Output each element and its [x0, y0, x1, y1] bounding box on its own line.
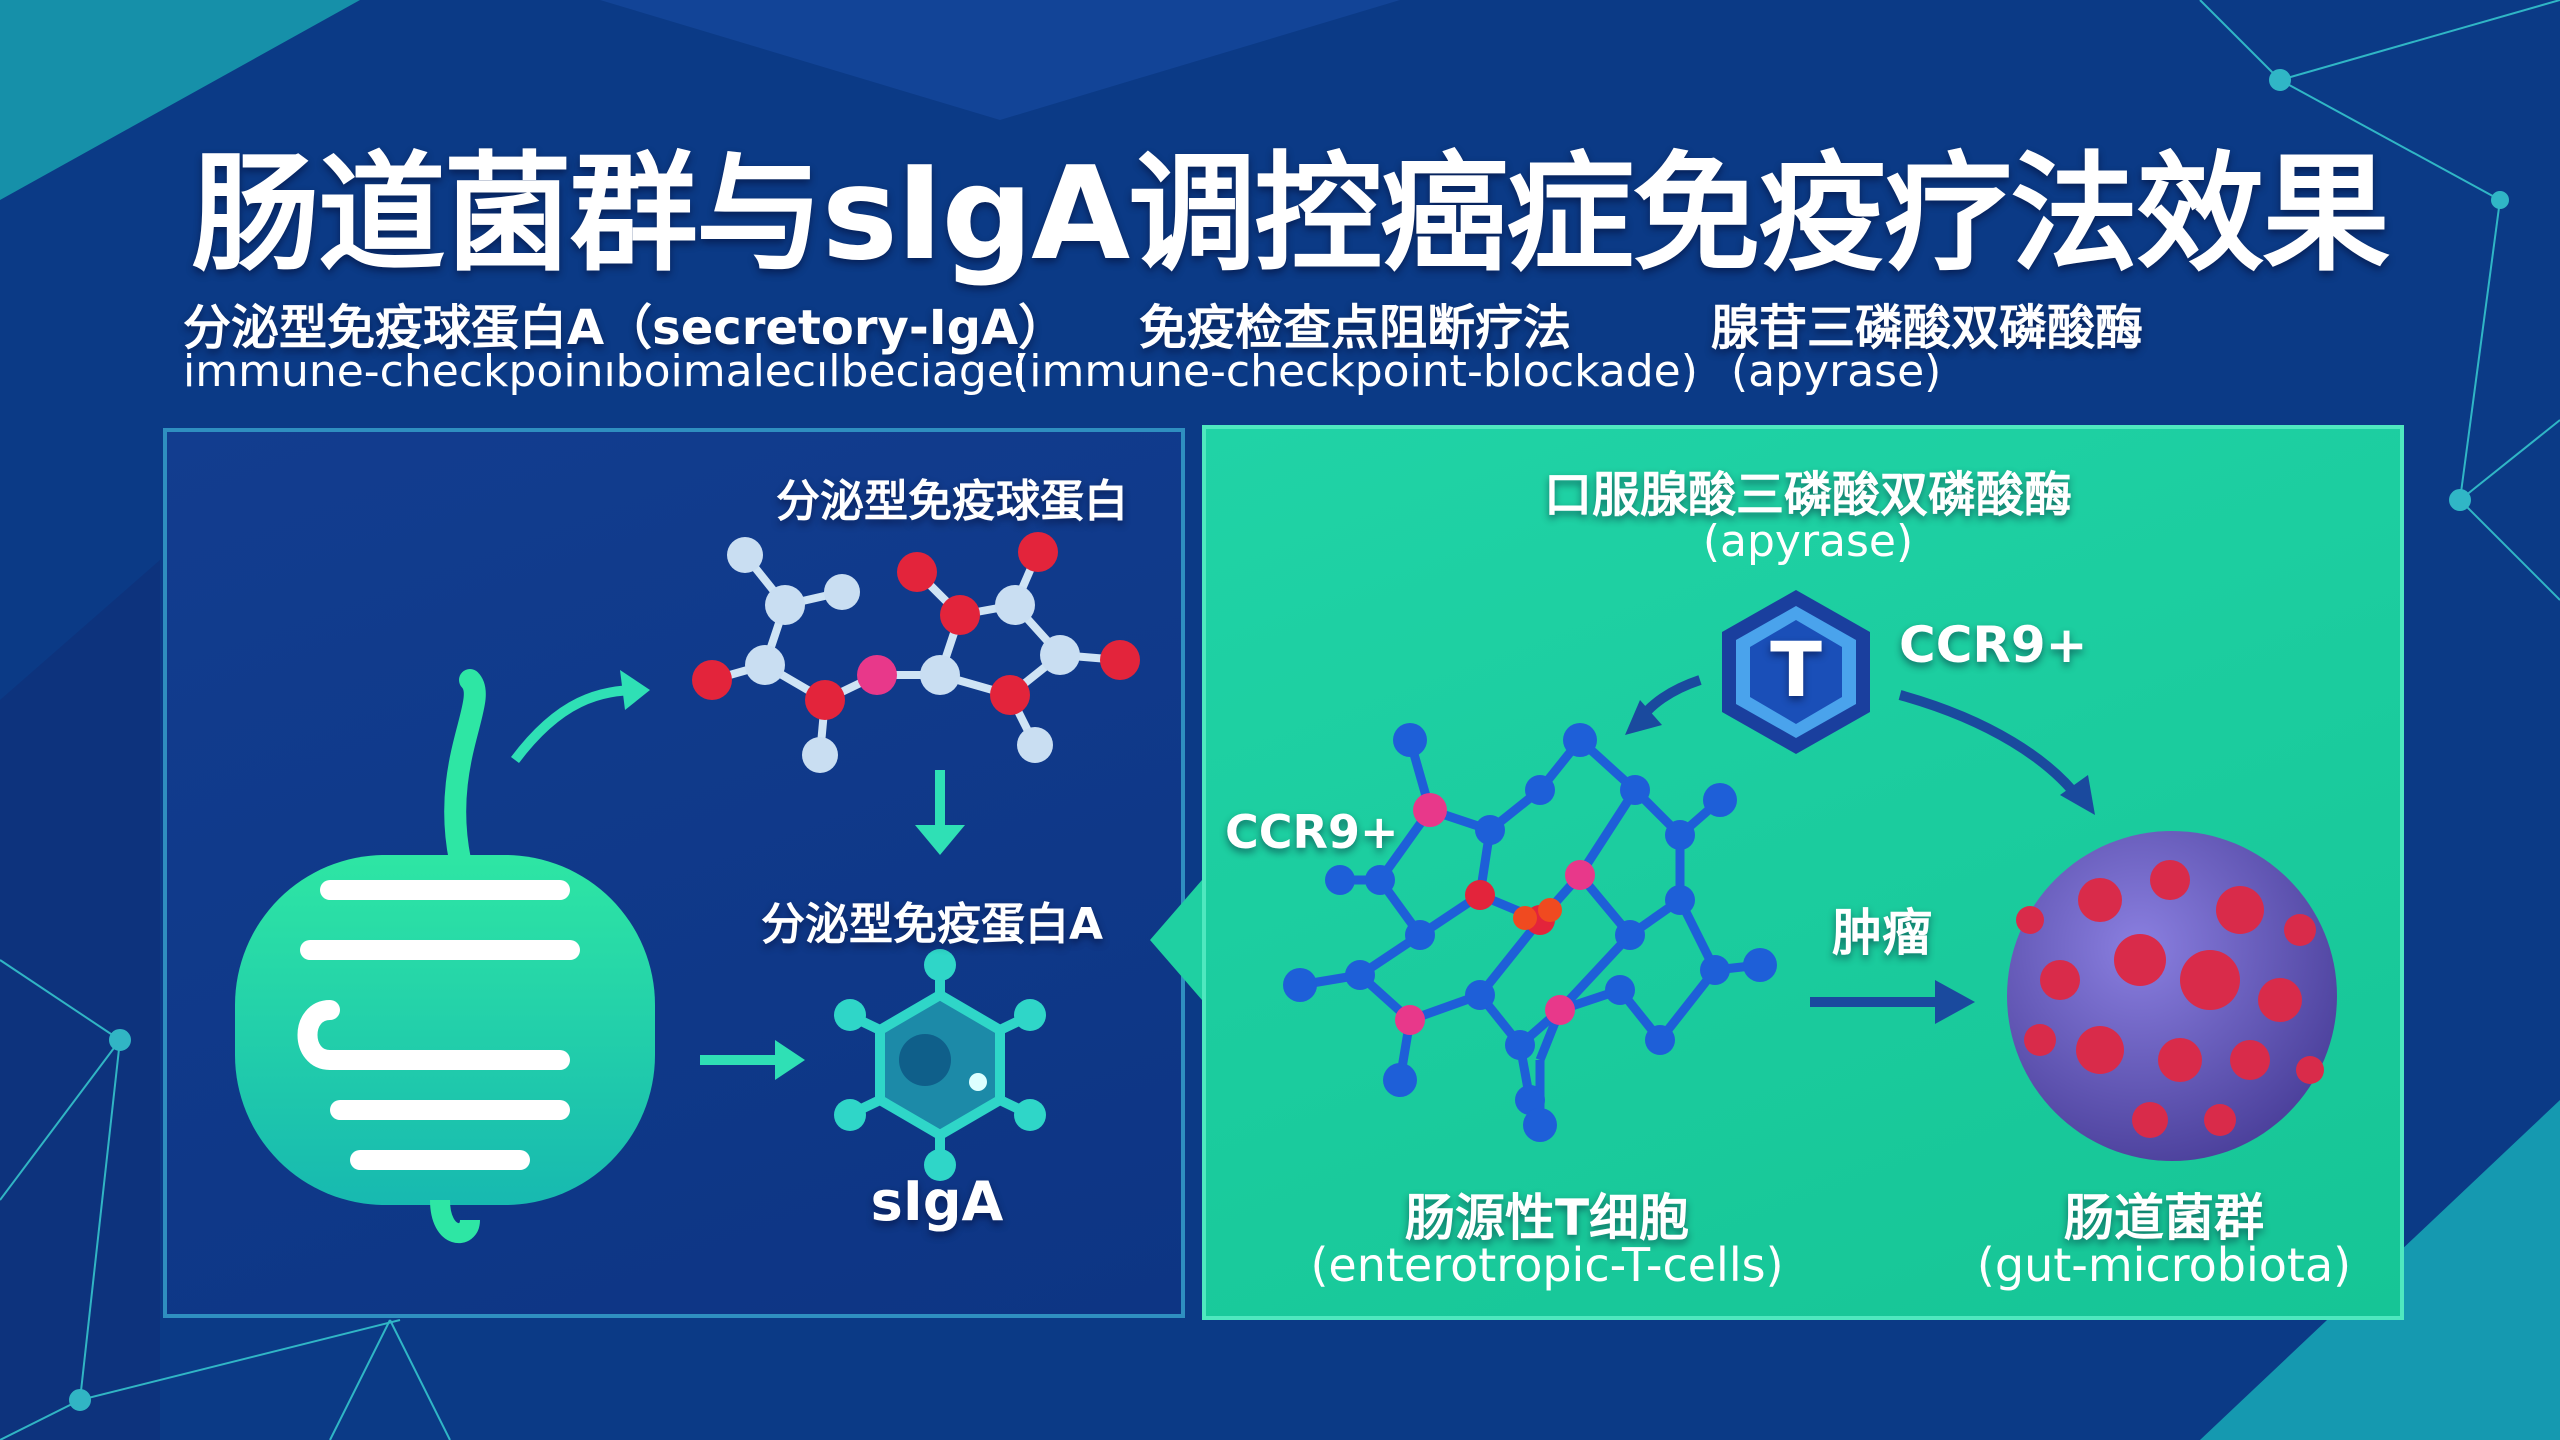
antibody-icon: [834, 949, 1046, 1181]
subtitle-icb-cn: 免疫检查点阻断疗法: [1138, 300, 1572, 356]
tcells-label-en: (enterotropic-T-cells): [1310, 1238, 1784, 1292]
subtitle-siga-cn: 分泌型免疫球蛋白A（secretory-IgA）: [183, 300, 1067, 356]
panel-connector: [1150, 880, 1202, 1000]
microbiota-label-en: (gut-microbiota): [1976, 1238, 2352, 1292]
bg-facet: [0, 560, 160, 1440]
ccr9-top-label: CCR9+: [1899, 616, 2088, 674]
cell-network-icon: [1283, 723, 1777, 1142]
subtitle-icb-en: (immune-checkpoint-blockade): [1012, 346, 1698, 397]
arrow-icon: [511, 670, 965, 1080]
molecule-label: 分泌型免疫球蛋白: [776, 476, 1128, 527]
tumor-label: 肿瘤: [1832, 904, 1932, 962]
bg-facet: [0, 0, 360, 200]
arrow-icon: [1625, 675, 2095, 1024]
page-title: 肠道菌群与sIgA调控癌症免疫疗法效果: [191, 140, 2391, 289]
t-cell-hexagon-icon: [1722, 590, 1870, 754]
apyrase-title-en: (apyrase): [1702, 516, 1914, 567]
molecule-icon: [692, 532, 1140, 773]
subtitle-siga-en: immune-checkpoinıboimalecılbeciagei: [183, 346, 1027, 397]
microbiota-label-cn: 肠道菌群: [2064, 1189, 2264, 1247]
tumor-icon: [2007, 831, 2337, 1161]
subtitle-apyrase-en: (apyrase): [1731, 346, 1942, 397]
subtitle-apyrase-cn: 腺苷三磷酸双磷酸酶: [1711, 300, 2144, 356]
gut-icon: [235, 669, 655, 1244]
t-cell-letter: T: [1770, 625, 1822, 714]
apyrase-title-cn: 口服腺酸三磷酸双磷酸酶: [1543, 467, 2073, 523]
ccr9-left-label: CCR9+: [1225, 805, 1399, 859]
tcells-label-cn: 肠源性T细胞: [1404, 1189, 1690, 1247]
siga-label: sIgA: [870, 1170, 1004, 1233]
protein-label: 分泌型免疫蛋白A: [760, 899, 1104, 950]
bg-facet: [600, 0, 1400, 120]
